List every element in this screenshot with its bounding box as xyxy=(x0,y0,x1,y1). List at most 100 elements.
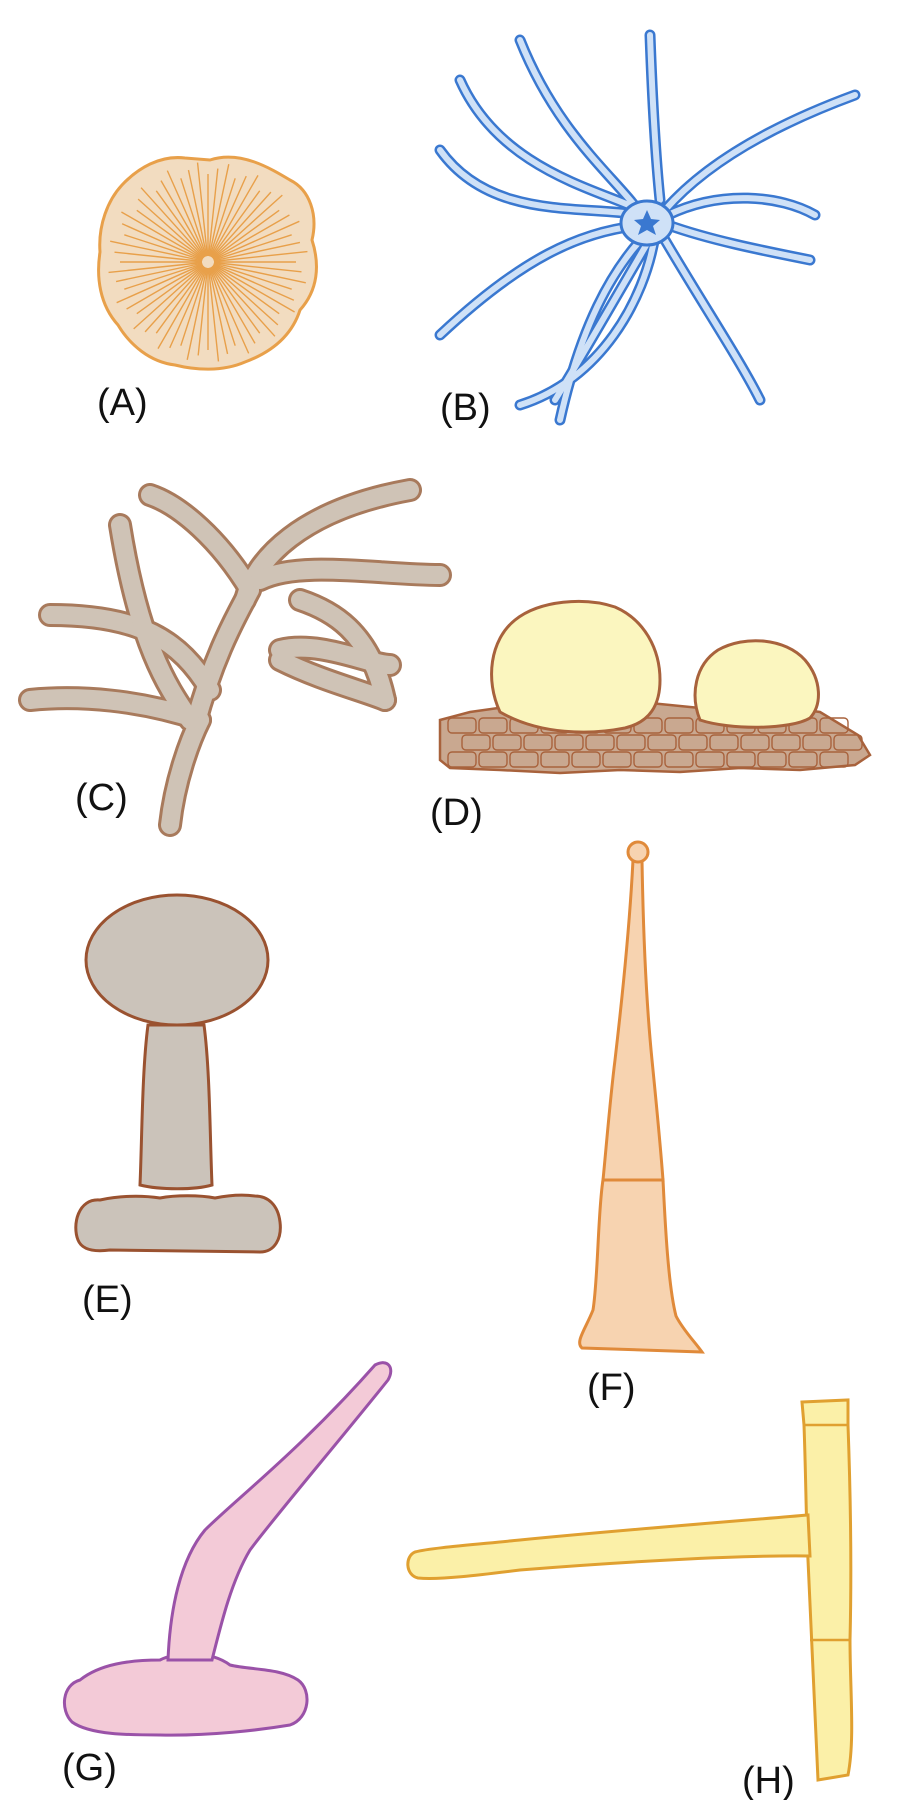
panel-a-ray xyxy=(133,265,205,330)
panel-d-label: (D) xyxy=(430,792,483,834)
panel-a-ray xyxy=(121,211,204,260)
panel-d-cell xyxy=(647,734,677,751)
panel-a-ray xyxy=(211,194,283,259)
panel-g-base xyxy=(63,1652,309,1737)
panel-a-ray xyxy=(212,214,290,260)
panel-d-cell xyxy=(602,751,632,768)
panel-a-ray xyxy=(136,264,204,315)
panel-a-ray xyxy=(166,170,207,257)
panel-a-ray xyxy=(144,265,205,333)
panel-a-ray xyxy=(115,262,203,283)
panel-d-cell xyxy=(833,734,863,751)
panel-d-cells xyxy=(447,717,863,768)
panel-e-label: (E) xyxy=(82,1279,133,1321)
panel-c-branches xyxy=(18,478,452,837)
panel-a-ray xyxy=(108,261,203,274)
panel-a-ray xyxy=(121,223,203,261)
panel-d-cell xyxy=(509,751,539,768)
panel-a-ray xyxy=(213,250,308,263)
panel-d-cell xyxy=(492,734,522,751)
panel-h-main-hypha xyxy=(800,1398,854,1782)
panel-d-cell xyxy=(802,734,832,751)
panel-d-cell xyxy=(447,717,477,734)
panel-d-cell xyxy=(447,751,477,768)
panel-g-stalk xyxy=(166,1361,393,1662)
panel-d-sphere-large xyxy=(490,599,662,734)
panel-f-upper-cell xyxy=(601,858,665,1182)
panel-d-cell xyxy=(633,751,663,768)
panel-a-ray xyxy=(210,175,259,258)
panel-a-rays xyxy=(108,162,308,362)
panel-a-ray xyxy=(137,198,205,259)
panel-a-ray xyxy=(210,266,256,344)
panel-a-ray xyxy=(126,264,204,310)
panel-d-cell xyxy=(757,751,787,768)
panel-d-cell xyxy=(664,717,694,734)
panel-a-ray xyxy=(207,168,219,257)
panel-c: (C) xyxy=(18,478,452,837)
panel-a-ray xyxy=(213,263,295,301)
panel-e-base xyxy=(74,1193,282,1254)
panel-a-label: (A) xyxy=(97,382,148,424)
panel-a-ray xyxy=(208,267,229,355)
panel-f-tip xyxy=(626,840,650,864)
panel-d-cell xyxy=(571,751,601,768)
panel-a-ray xyxy=(124,234,203,261)
panel-h-label: (H) xyxy=(742,1760,795,1800)
panel-d: (D) xyxy=(430,599,872,834)
panel-a-ray xyxy=(213,234,292,261)
panel-a-ray xyxy=(114,251,203,263)
panel-d-cell xyxy=(664,751,694,768)
panel-a-ray xyxy=(116,263,203,304)
panel-h-side-branch xyxy=(406,1513,812,1580)
panel-b-arms xyxy=(434,29,861,426)
panel-a-ray xyxy=(213,262,306,284)
panel-a-ray xyxy=(169,267,207,349)
panel-a-radial-tuft xyxy=(97,155,318,371)
panel-a-ray xyxy=(212,264,295,313)
panel-c-label: (C) xyxy=(75,777,128,819)
panel-d-cell xyxy=(740,734,770,751)
panel-a-ray xyxy=(186,267,208,360)
panel-a-ray xyxy=(210,266,261,334)
panel-a-ray xyxy=(180,178,207,257)
panel-a-ray xyxy=(157,266,206,349)
panel-a-ray xyxy=(209,175,247,257)
panel-a-ray xyxy=(209,178,236,257)
panel-d-cell xyxy=(819,751,849,768)
panel-a-ray xyxy=(209,267,236,346)
panel-a-ray xyxy=(212,264,280,315)
panel-a-ray xyxy=(197,267,209,356)
panel-a-ray xyxy=(180,267,207,346)
panel-a-ray xyxy=(196,162,209,257)
panel-a-ray xyxy=(213,220,300,261)
panel-d-cell xyxy=(554,734,584,751)
panel-a-ray xyxy=(213,241,301,262)
panel-h-septa xyxy=(804,1423,850,1642)
panel-e-stalk xyxy=(138,1023,214,1191)
panel-d-cell xyxy=(819,717,849,734)
panel-a-ray xyxy=(155,266,206,334)
panel-a-ray xyxy=(136,209,204,260)
panel-d-cell xyxy=(616,734,646,751)
panel-g-label: (G) xyxy=(62,1747,117,1789)
panel-a-ray xyxy=(208,164,230,257)
panel-d-sphere-small xyxy=(693,639,820,729)
panel-b-label: (B) xyxy=(440,387,491,429)
panel-a-ray xyxy=(211,265,279,326)
panel-d-cell xyxy=(540,751,570,768)
panel-a-ray xyxy=(207,267,220,362)
panel-a-ray xyxy=(211,191,272,259)
panel-d-cell xyxy=(523,734,553,751)
panel-a-ray xyxy=(213,261,302,273)
panel-a-ray xyxy=(209,267,250,354)
panel-f-lower-cell xyxy=(578,1178,705,1354)
panel-h: (H) xyxy=(406,1398,854,1800)
panel-g: (G) xyxy=(62,1361,393,1789)
panel-a-ray xyxy=(140,187,205,259)
panel-a-ray xyxy=(110,240,203,262)
panel-e-head xyxy=(84,893,270,1027)
panel-a-ray xyxy=(187,169,208,257)
panel-a-ray xyxy=(160,180,206,258)
panel-d-cell xyxy=(478,751,508,768)
